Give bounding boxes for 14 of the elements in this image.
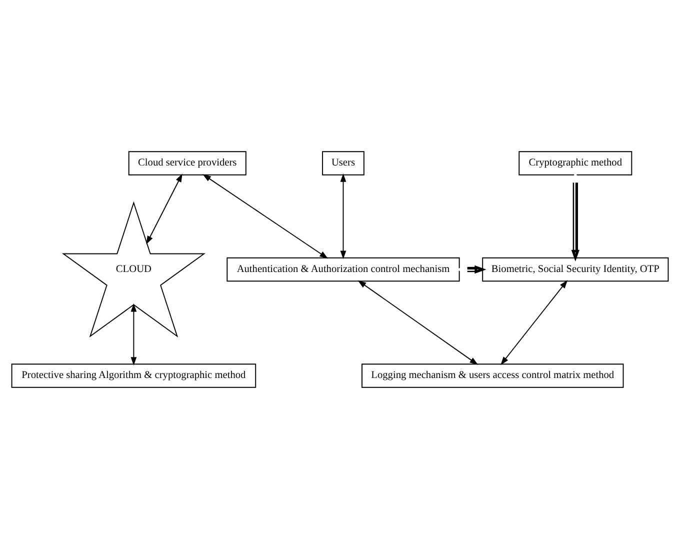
arrow — [130, 302, 137, 365]
node-box: Logging mechanism & users access control matrix method — [362, 363, 624, 388]
arrow — [146, 173, 182, 244]
arrow — [456, 264, 486, 274]
node-box: Cloud service providers — [128, 150, 246, 175]
arrow — [202, 174, 328, 258]
node-box: Authentication & Authorization control mechanism — [226, 256, 460, 282]
node-box: Cryptographic method — [518, 150, 632, 175]
node-box: Users — [322, 150, 364, 175]
arrow — [340, 172, 346, 259]
arrow — [500, 280, 568, 365]
node-box: Biometric, Social Security Identity, OTP — [482, 256, 669, 282]
arrow — [358, 280, 478, 364]
node-box: Protective sharing Algorithm & cryptographic method — [11, 363, 256, 388]
